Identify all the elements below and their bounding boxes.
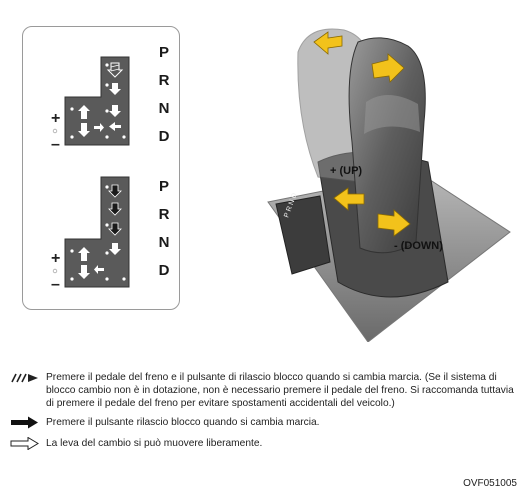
white-arrow-icon bbox=[109, 83, 121, 95]
legend-item: La leva del cambio si può muovere libera… bbox=[10, 437, 515, 450]
legend-item: Premere il pedale del freno e il pulsant… bbox=[10, 371, 515, 410]
gear-indicator-plate bbox=[275, 195, 331, 275]
minus-sign: – bbox=[51, 276, 60, 293]
white-arrow-icon bbox=[78, 105, 104, 137]
gear-label-r: R bbox=[158, 206, 170, 223]
legend-item: Premere il pulsante rilascio blocco quan… bbox=[10, 416, 515, 429]
gear-label-n: N bbox=[158, 100, 170, 117]
gear-label-p: P bbox=[158, 44, 169, 61]
gear-label-d: D bbox=[158, 262, 170, 279]
legend-text: La leva del cambio si può muovere libera… bbox=[46, 438, 263, 449]
black-arrow-icon bbox=[108, 202, 122, 216]
up-label: + (UP) bbox=[330, 165, 363, 177]
gear-label-r: R bbox=[158, 72, 170, 89]
plus-sign: + bbox=[51, 250, 60, 267]
gear-shifter-illustration: P R N D bbox=[267, 28, 511, 342]
shift-gate-diagrams: + – bbox=[51, 56, 130, 293]
gear-label-p: P bbox=[158, 178, 169, 195]
legend-text: Premere il pulsante rilascio blocco quan… bbox=[46, 417, 320, 428]
yellow-arrow-icon bbox=[313, 31, 343, 55]
hatched-arrow-icon bbox=[106, 62, 124, 78]
yellow-arrow-icon bbox=[377, 209, 411, 237]
minus-sign: – bbox=[51, 136, 60, 153]
yellow-arrow-icon bbox=[371, 53, 405, 83]
shift-gate-bottom: + – bbox=[51, 176, 130, 293]
legend-text: Premere il pedale del freno e il pulsant… bbox=[46, 372, 514, 409]
yellow-arrow-icon bbox=[333, 187, 365, 211]
white-arrow-icon bbox=[109, 243, 121, 255]
gear-label-d: D bbox=[158, 128, 170, 145]
white-arrow-icon bbox=[109, 105, 121, 117]
white-arrow-icon bbox=[78, 247, 104, 279]
figure-code: OVF051005 bbox=[463, 478, 517, 489]
hatched-arrow-icon bbox=[11, 373, 38, 383]
legend: Premere il pedale del freno e il pulsant… bbox=[10, 371, 515, 450]
shifter-knob bbox=[348, 37, 426, 254]
white-arrow-icon bbox=[109, 122, 121, 131]
shift-pattern-panel: + – bbox=[22, 26, 180, 310]
black-arrow-icon bbox=[108, 184, 122, 198]
down-label: - (DOWN) bbox=[394, 240, 443, 252]
black-arrow-icon bbox=[11, 416, 38, 429]
plus-sign: + bbox=[51, 110, 60, 127]
white-arrow-icon bbox=[10, 437, 39, 450]
black-arrow-icon bbox=[108, 222, 122, 236]
gear-label-n: N bbox=[158, 234, 170, 251]
shift-gate-top: + – bbox=[51, 56, 130, 153]
